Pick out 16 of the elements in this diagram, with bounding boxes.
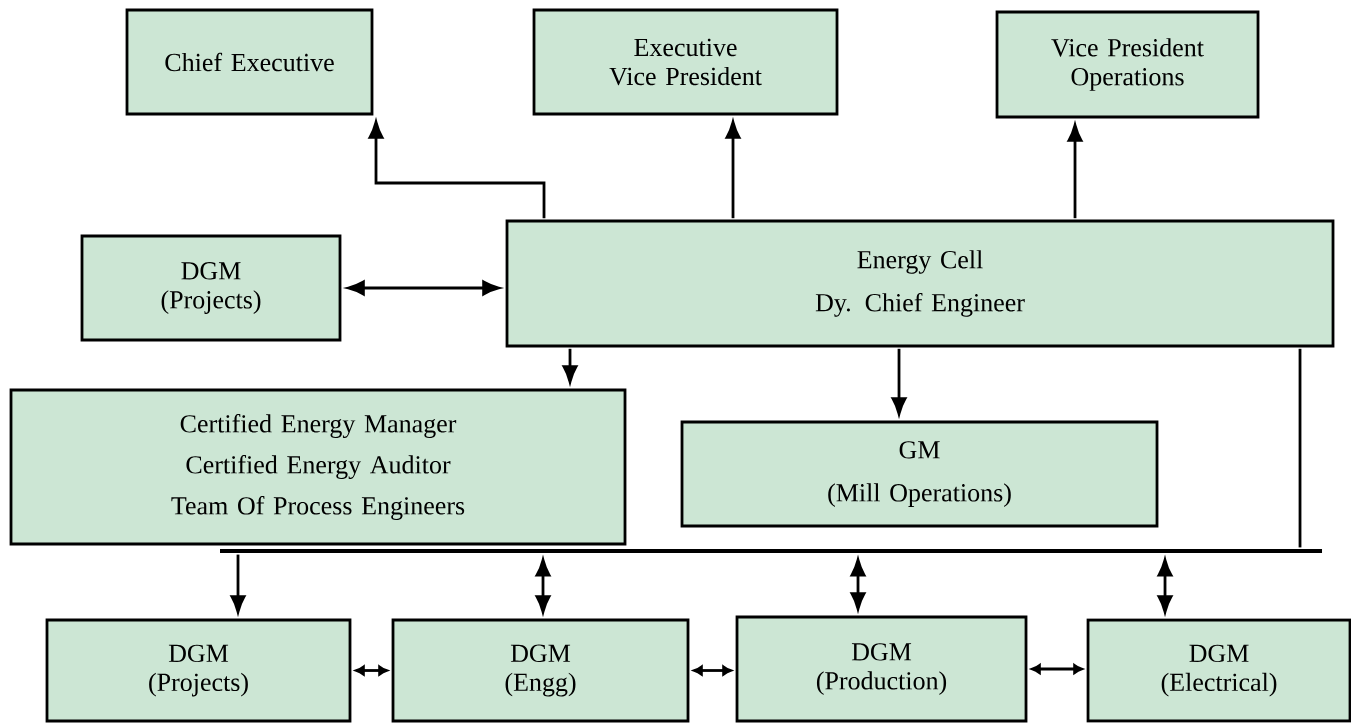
- arrow: [355, 665, 388, 676]
- connector-line: [1298, 348, 1302, 548]
- arrow: [693, 665, 732, 676]
- position-box: DGM (Electrical): [1086, 618, 1351, 723]
- position-box: Energy Cell Dy. Chief Engineer: [505, 219, 1335, 348]
- position-box: DGM (Engg): [391, 618, 690, 723]
- position-box: DGM (Projects): [80, 234, 342, 342]
- arrow: [1031, 663, 1083, 675]
- bus-bar: [220, 549, 1322, 553]
- position-box: Executive Vice President: [532, 8, 839, 116]
- position-box: Chief Executive: [125, 8, 374, 116]
- position-box: GM (Mill Operations): [680, 420, 1159, 528]
- position-box: DGM (Projects): [45, 618, 352, 723]
- position-box: DGM (Production): [735, 615, 1028, 723]
- position-box: Vice President Operations: [995, 10, 1260, 119]
- position-box: Certified Energy Manager Certified Energy Auditor Team Of Process Engineers: [9, 388, 627, 546]
